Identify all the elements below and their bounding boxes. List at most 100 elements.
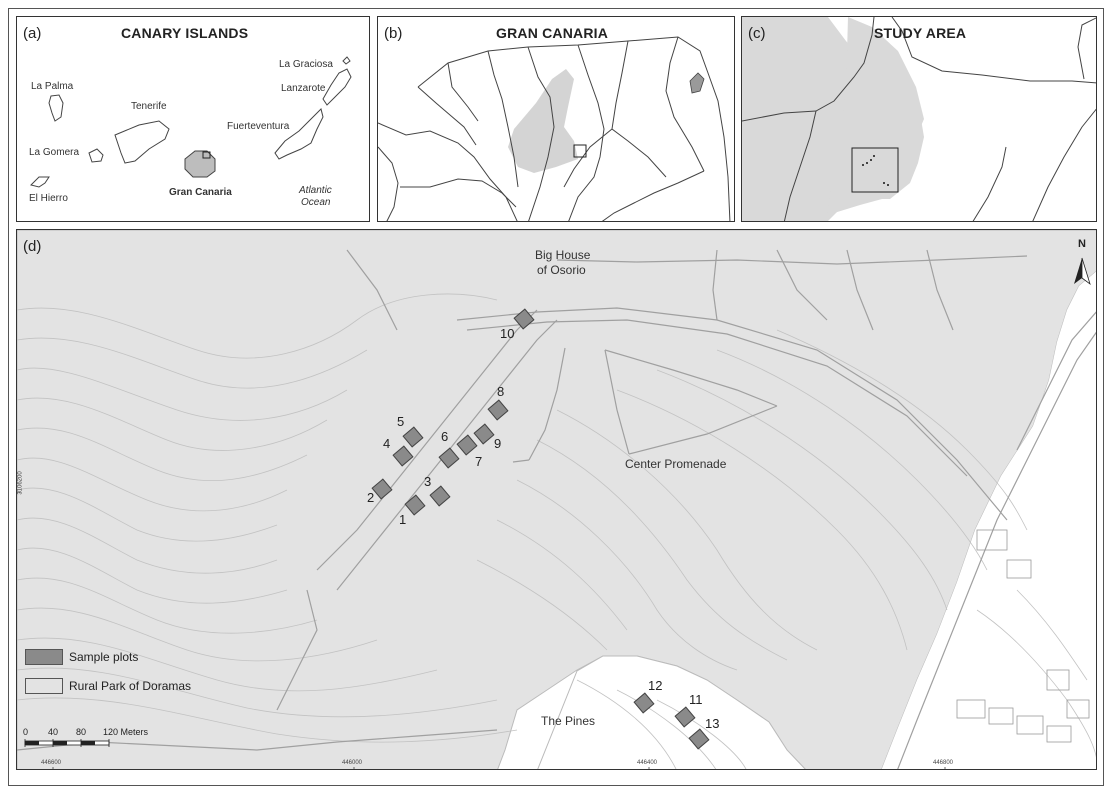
river-5 [527, 46, 555, 221]
plot-label-10: 10 [500, 326, 515, 341]
coord-x3: 446400 [637, 760, 658, 766]
lanzarote-shape [322, 68, 352, 106]
label-center-promenade: Center Promenade [625, 457, 727, 471]
coord-x1: 446600 [41, 760, 62, 766]
panel-a-letter: (a) [23, 25, 42, 42]
plot-label-12: 12 [648, 678, 663, 693]
plot-label-5: 5 [397, 414, 405, 429]
panel-c-letter: (c) [748, 25, 766, 42]
river-7 [611, 40, 667, 178]
plot-11 [674, 706, 696, 728]
study-area-map [742, 17, 1096, 221]
river-10 [447, 62, 479, 122]
plot-label-13: 13 [705, 716, 720, 731]
contour-lines [17, 293, 1096, 769]
scale-label-120: 120 Meters [103, 727, 149, 737]
legend-sample-plots: Sample plots [25, 649, 138, 665]
plot-label-7: 7 [475, 454, 483, 469]
river-2 [400, 178, 517, 208]
panel-a-title: CANARY ISLANDS [121, 25, 249, 41]
coord-y1: 3106200 [17, 471, 24, 495]
legend-label-park: Rural Park of Doramas [69, 679, 192, 693]
legend-swatch-park [25, 678, 63, 694]
road-c4 [1077, 17, 1096, 80]
coastline-b [417, 36, 731, 221]
road-c5 [1032, 108, 1096, 221]
legend-swatch-plots [25, 649, 63, 665]
road-c2 [783, 110, 817, 221]
scale-label-40: 40 [48, 727, 59, 737]
the-pines-area [537, 655, 806, 769]
label-big-house-line1: Big House [535, 248, 591, 262]
plot-7 [456, 434, 478, 456]
figure-frame [8, 8, 1104, 786]
sample-plots [371, 308, 710, 750]
plot-8 [487, 399, 509, 421]
river-6 [568, 44, 605, 221]
label-ocean-line2: Ocean [301, 197, 331, 208]
river-11 [378, 146, 399, 221]
label-fuerteventura: Fuerteventura [227, 121, 290, 132]
city-blocks-b [689, 72, 705, 94]
plot-label-9: 9 [494, 436, 502, 451]
panel-c-title: STUDY AREA [874, 25, 967, 41]
fuerteventura-shape [274, 108, 324, 160]
park-area-b [508, 69, 578, 173]
river-12 [601, 170, 705, 221]
plot-label-1: 1 [399, 512, 407, 527]
plot-6 [438, 447, 460, 469]
panel-study-area: (c) STUDY AREA [741, 16, 1097, 222]
buildings [956, 529, 1090, 743]
panel-b-letter: (b) [384, 25, 403, 42]
plot-5 [402, 426, 424, 448]
park-extension-c [826, 17, 924, 221]
legend-rural-park: Rural Park of Doramas [25, 678, 191, 694]
detail-map [17, 230, 1096, 769]
label-the-pines: The Pines [541, 714, 596, 728]
outside-park [881, 271, 1096, 769]
coord-x2: 446000 [342, 760, 363, 766]
coord-x4: 446800 [933, 760, 954, 766]
river-1 [378, 122, 518, 221]
label-big-house-line2: of Osorio [537, 263, 586, 277]
label-tenerife: Tenerife [131, 101, 167, 112]
plot-13 [688, 728, 710, 750]
road-c3 [891, 17, 1096, 84]
plot-label-2: 2 [367, 490, 375, 505]
gran-canaria-map [378, 36, 731, 221]
river-9 [563, 128, 613, 188]
plot-3 [429, 485, 451, 507]
river-4 [487, 50, 519, 188]
plot-4 [392, 445, 414, 467]
plot-2 [371, 478, 393, 500]
plot-label-4: 4 [383, 436, 391, 451]
scale-label-80: 80 [76, 727, 87, 737]
canary-islands-map [30, 56, 352, 188]
coord-ticks [17, 491, 946, 769]
label-ocean-line1: Atlantic [299, 185, 332, 196]
panel-canary-islands: (a) CANARY ISLANDS La Palma Tenerife La … [16, 16, 370, 222]
river-3 [417, 86, 477, 146]
panel-detailed-map: (d) Big House of Osorio Center Promenade… [16, 229, 1097, 770]
tenerife-shape [114, 120, 170, 164]
river-8 [665, 36, 705, 172]
plot-1 [404, 494, 426, 516]
study-area-marker [202, 151, 211, 159]
panel-gran-canaria: (b) GRAN CANARIA [377, 16, 735, 222]
legend-label-plots: Sample plots [69, 650, 139, 664]
road-c6 [972, 146, 1007, 221]
label-gran-canaria: Gran Canaria [169, 187, 232, 198]
el-hierro-shape [30, 176, 50, 188]
plot-label-11: 11 [689, 692, 703, 707]
label-lanzarote: Lanzarote [281, 83, 326, 94]
label-la-gomera: La Gomera [29, 147, 80, 158]
plot-9 [473, 423, 495, 445]
la-gomera-shape [88, 148, 104, 163]
panel-b-title: GRAN CANARIA [496, 25, 609, 41]
north-arrow [1074, 257, 1091, 286]
plot-label-6: 6 [441, 429, 449, 444]
plot-12 [633, 692, 655, 714]
plot-label-3: 3 [424, 474, 432, 489]
plot-10 [513, 308, 535, 330]
study-area-box-c [851, 147, 899, 193]
